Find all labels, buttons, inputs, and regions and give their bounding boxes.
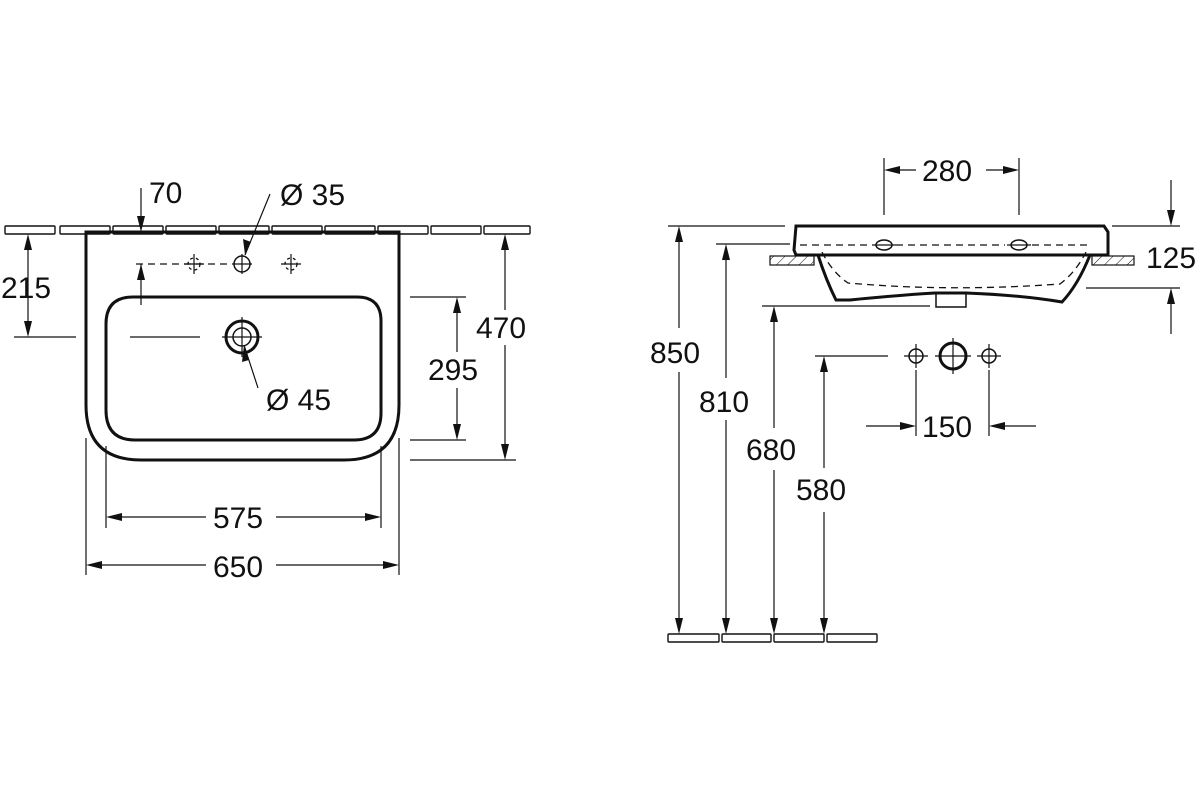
dim-label-280: 280 — [922, 155, 972, 188]
side-view: 280 125 850 — [650, 155, 1196, 643]
dim-label-70: 70 — [149, 177, 182, 210]
top-view: 70 Ø 35 Ø 45 215 — [1, 177, 531, 584]
dim-bowl-width: 575 — [105, 446, 382, 535]
dim-total-width: 650 — [85, 438, 400, 584]
dim-label-470: 470 — [476, 312, 526, 345]
waste-hole — [222, 317, 262, 357]
dim-tap-to-front: 215 — [1, 234, 76, 338]
dim-label-diameter-35: Ø 35 — [280, 179, 345, 212]
dim-label-295: 295 — [428, 354, 478, 387]
dim-label-680: 680 — [746, 434, 796, 467]
dim-basin-height: 125 — [1086, 180, 1196, 334]
leader-tap-diameter: Ø 35 — [243, 179, 345, 256]
dim-label-810: 810 — [699, 386, 749, 419]
dim-label-650: 650 — [213, 551, 263, 584]
leader-waste-diameter: Ø 45 — [242, 344, 331, 417]
dim-label-850: 850 — [650, 337, 700, 370]
dim-waste-height: 680 — [746, 305, 930, 634]
bowl-dashed-side — [821, 251, 1087, 289]
tap-hole-side-right — [1007, 239, 1031, 251]
dim-total-depth: 470 — [410, 234, 526, 461]
dim-label-150: 150 — [922, 411, 972, 444]
tap-hole — [232, 254, 252, 274]
waste-connection — [935, 338, 971, 374]
floor-strip — [667, 633, 878, 643]
dim-label-575: 575 — [213, 502, 263, 535]
bracket-left — [769, 255, 815, 266]
dim-label-580: 580 — [796, 474, 846, 507]
dim-tap-offset: 70 — [137, 177, 182, 305]
optional-tap-hole-right — [281, 254, 301, 274]
dim-supply-spacing: 150 — [866, 370, 1036, 444]
dim-top-of-basin: 810 — [699, 243, 790, 634]
supply-connection-left — [904, 344, 928, 368]
dim-label-diameter-45: Ø 45 — [266, 384, 331, 417]
bowl-outline-top — [104, 295, 383, 442]
bracket-right — [1091, 255, 1135, 266]
dim-rim-height: 850 — [650, 225, 785, 634]
basin-rim-side — [792, 224, 1110, 257]
dim-bowl-depth: 295 — [410, 296, 478, 441]
supply-connection-right — [977, 344, 1001, 368]
dim-label-215: 215 — [1, 272, 51, 305]
dim-tap-spacing: 280 — [883, 155, 1020, 215]
tap-hole-side-left — [872, 239, 896, 251]
basin-body-side — [816, 254, 1092, 304]
dim-supply-height: 580 — [796, 355, 888, 634]
basin-outline-top — [84, 230, 401, 462]
dim-label-125: 125 — [1146, 242, 1196, 275]
waste-outlet-side — [935, 292, 967, 308]
